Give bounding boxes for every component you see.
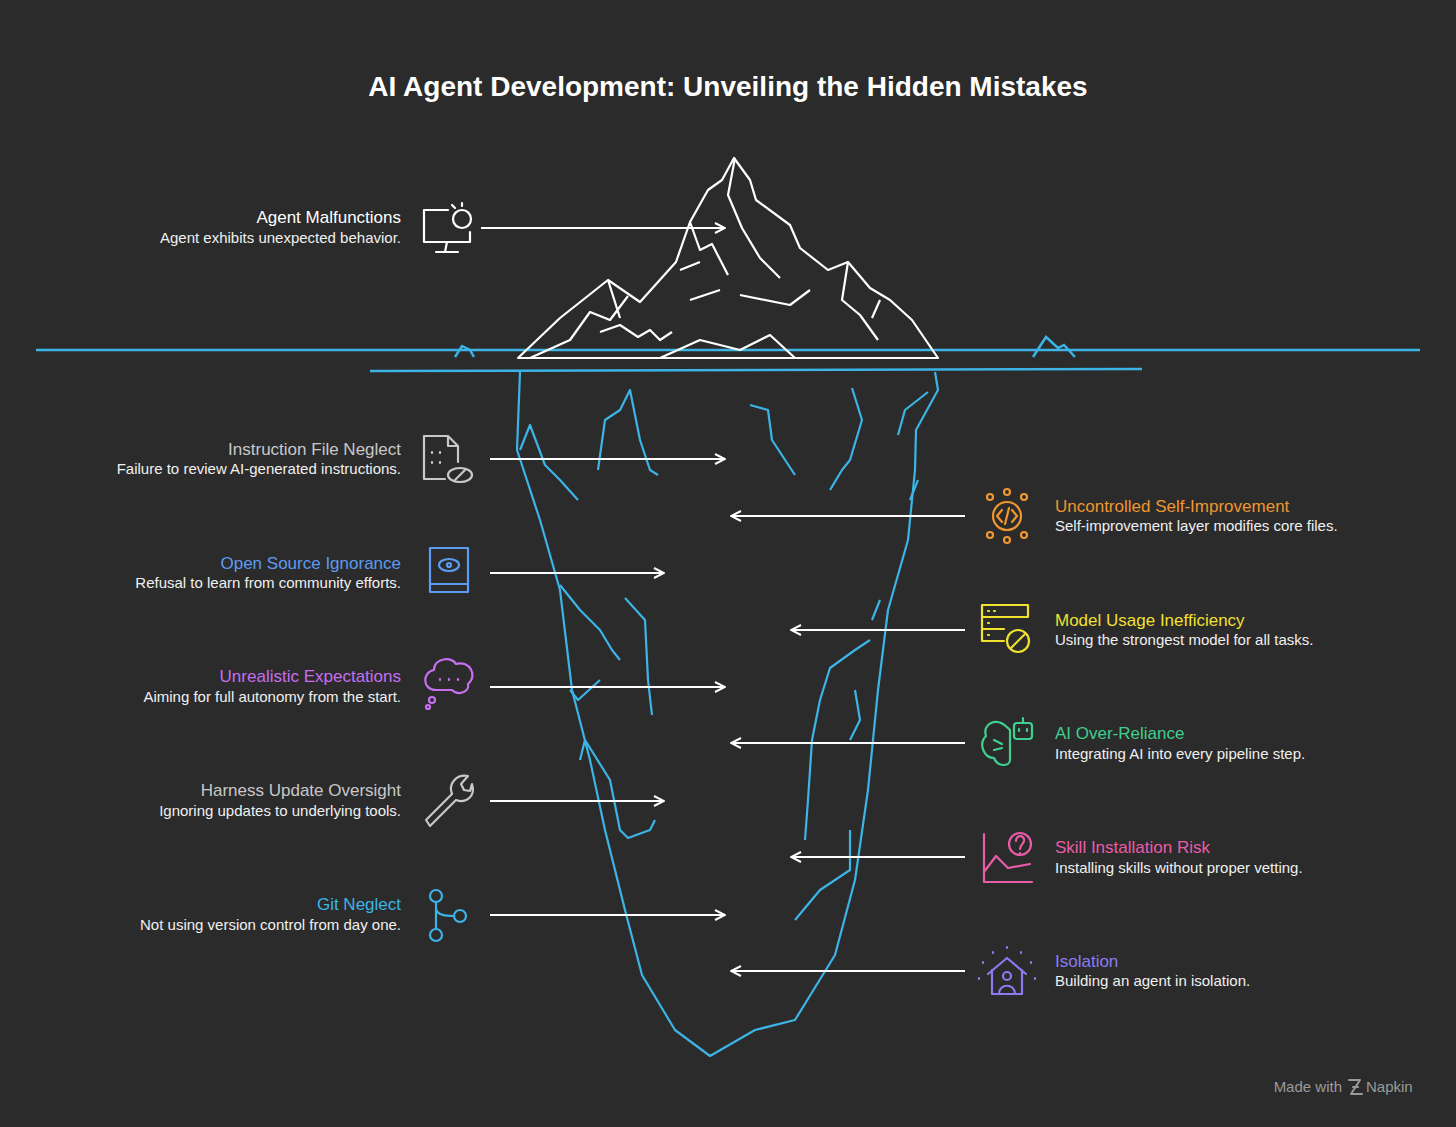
item-heading: Unrealistic Expectations xyxy=(220,667,401,687)
item-description: Failure to review AI-generated instructi… xyxy=(117,460,401,478)
water-line xyxy=(36,337,1420,371)
item-description: Aiming for full autonomy from the start. xyxy=(143,688,401,706)
item-description: Agent exhibits unexpected behavior. xyxy=(160,229,401,247)
item-description: Using the strongest model for all tasks. xyxy=(1055,631,1313,649)
item-heading: Instruction File Neglect xyxy=(228,440,401,460)
watermark: Made with xyxy=(1274,1078,1342,1096)
code-gear-icon xyxy=(987,489,1027,543)
chart-question-icon xyxy=(984,833,1032,882)
isolated-house-icon xyxy=(979,947,1035,994)
server-block-icon xyxy=(982,605,1029,652)
git-branch-icon xyxy=(430,890,466,941)
iceberg-tip xyxy=(518,158,938,358)
watermark: Napkin xyxy=(1366,1078,1413,1096)
napkin-logo xyxy=(1349,1080,1362,1094)
item-heading: AI Over-Reliance xyxy=(1055,724,1184,744)
document-icon xyxy=(424,436,472,482)
leader-arrow xyxy=(481,228,965,971)
item-description: Not using version control from day one. xyxy=(140,916,401,934)
item-heading: Skill Installation Risk xyxy=(1055,838,1210,858)
item-heading: Model Usage Inefficiency xyxy=(1055,611,1245,631)
diagram-title: AI Agent Development: Unveiling the Hidd… xyxy=(0,70,1456,104)
book-icon xyxy=(430,548,468,592)
item-heading: Agent Malfunctions xyxy=(256,208,401,228)
item-description: Installing skills without proper vetting… xyxy=(1055,859,1303,877)
iceberg-base xyxy=(517,372,938,1056)
item-description: Refusal to learn from community efforts. xyxy=(135,574,401,592)
brain-robot-icon xyxy=(982,718,1032,765)
item-description: Self-improvement layer modifies core fil… xyxy=(1055,517,1338,535)
item-description: Ignoring updates to underlying tools. xyxy=(159,802,401,820)
item-heading: Uncontrolled Self-Improvement xyxy=(1055,497,1289,517)
item-heading: Git Neglect xyxy=(317,895,401,915)
item-description: Building an agent in isolation. xyxy=(1055,972,1250,990)
wrench-icon xyxy=(426,776,473,826)
item-heading: Open Source Ignorance xyxy=(220,554,401,574)
thought-cloud-icon xyxy=(425,659,472,709)
item-heading: Harness Update Oversight xyxy=(201,781,401,801)
monitor-icon xyxy=(424,203,471,252)
item-description: Integrating AI into every pipeline step. xyxy=(1055,745,1305,763)
item-heading: Isolation xyxy=(1055,952,1118,972)
